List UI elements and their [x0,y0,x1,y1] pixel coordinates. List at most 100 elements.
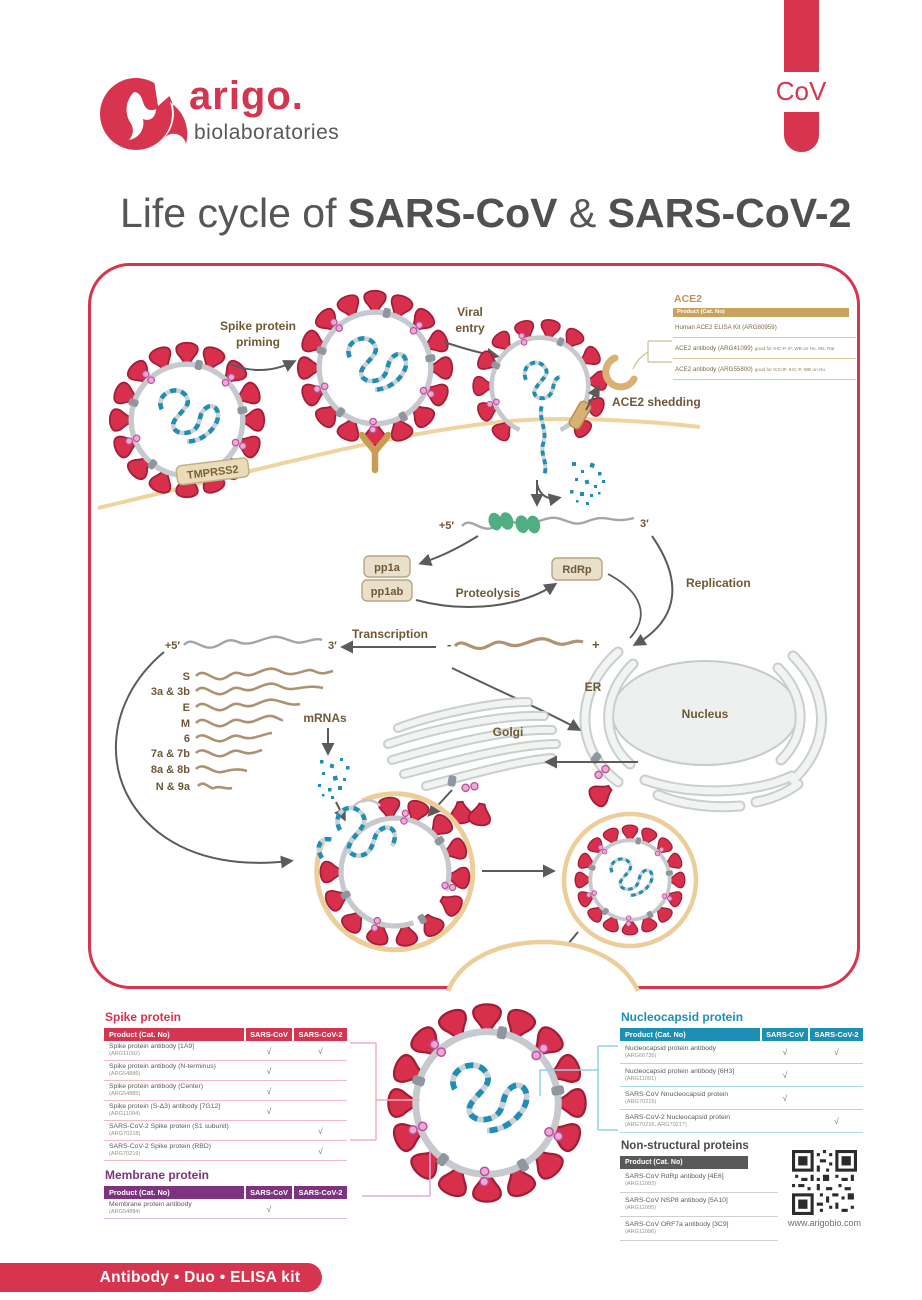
table-row: Spike protein (S-Δ3) antibody [7G12](ARG… [104,1101,347,1121]
catalog-number: (ARG70215) [625,1098,657,1105]
table-row: SARS-CoV Nnucleocapsid protein(ARG70215)… [620,1087,863,1110]
nsp-table-title: Non-structural proteins [621,1140,749,1152]
table-row: SARS-CoV-2 Spike protein (RBD)(ARG70219)… [104,1141,347,1161]
virion-structure-figure [388,1004,585,1201]
table-header-row: Product (Cat. No) SARS-CoV SARS-CoV-2 [104,1186,347,1199]
qr-code [792,1150,857,1215]
header-product: Product (Cat. No) [620,1028,760,1041]
arigo-logo-mark [100,78,188,150]
product-name: Spike protein antibody (N-terminus) [109,1063,216,1071]
table-row: ACE2 antibody (ARG55800)good for ICC/IF,… [673,359,856,380]
nucleocapsid-table-connector [539,1045,618,1131]
title-separator: & [557,190,608,236]
table-header-row: Product (Cat. No) SARS-CoV SARS-CoV-2 [104,1028,347,1041]
logo-text: arigo. [189,74,304,118]
table-row: ACE2 antibody (ARG41099)good for IHC-P, … [673,338,856,359]
check-sars-cov-2: √ [318,1045,323,1056]
header-sars-cov: SARS-CoV [246,1028,292,1041]
check-sars-cov: √ [782,1070,788,1080]
product-name: Spike protein antibody [1A9] [109,1043,195,1051]
website-url: www.arigobio.com [788,1218,862,1228]
cov-badge-tube-top [784,0,819,72]
header-product: Product (Cat. No) [620,1156,748,1169]
check-sars-cov: √ [782,1093,788,1103]
table-row: Spike protein antibody (Center)(ARG54885… [104,1081,347,1101]
catalog-number: (ARG54884) [109,1209,141,1215]
product-name: Human ACE2 ELISA Kit (ARG80959) [675,323,777,331]
product-name: SARS-CoV-2 Nucleocapsid protein [625,1113,731,1121]
table-row: Spike protein antibody [1A9](ARG11092) √… [104,1041,347,1061]
catalog-number: (ARG70218) [109,1131,141,1137]
footer-banner: Antibody • Duo • ELISA kit [0,1263,322,1292]
table-header-row: Product (Cat. No) [620,1156,778,1169]
catalog-number: (ARG11093) [625,1181,656,1187]
ace2-table-header: Product (Cat. No) [673,308,849,317]
header-sars-cov-2: SARS-CoV-2 [810,1028,863,1041]
check-sars-cov-2: √ [318,1125,323,1136]
footer-banner-label: Antibody • Duo • ELISA kit [99,1268,301,1286]
catalog-number: (ARG11092) [109,1051,140,1057]
product-name: Membrane protein antibody [109,1201,192,1209]
catalog-number: (ARG54886) [109,1071,141,1077]
catalog-number: (ARG70216, ARG70217) [625,1121,687,1128]
table-row: SARS-CoV NSP8 antibody [5A10](ARG11095) [620,1193,778,1217]
product-name: Nucleocapsid protein antibody [6H3] [625,1067,735,1075]
product-name: Spike protein antibody (Center) [109,1083,204,1091]
logo-subtitle: biolaboratories [194,121,340,144]
catalog-number: (ARG11094) [109,1111,140,1117]
header-sars-cov: SARS-CoV [762,1028,808,1041]
table-row: SARS-CoV ORF7a antibody [3C9](ARG11096) [620,1217,778,1241]
table-row: SARS-CoV-2 Nucleocapsid protein(ARG70216… [620,1110,863,1133]
check-sars-cov: √ [266,1105,272,1116]
catalog-number: (ARG70219) [109,1151,141,1157]
product-name: SARS-CoV RdRp antibody [4E6] [625,1173,724,1181]
table-row: Nucleocapsid protein antibody(ARG66735) … [620,1041,863,1064]
product-note: good for ICC/IF, IHC-P, WB on Hu [754,366,825,372]
product-name: SARS-CoV Nnucleocapsid protein [625,1090,729,1098]
check-sars-cov: √ [266,1045,272,1056]
nucleocapsid-protein-table: Nucleocapsid protein Product (Cat. No) S… [620,1010,863,1133]
ace2-table-title: ACE2 [674,293,703,305]
membrane-protein-table: Membrane protein Product (Cat. No) SARS-… [104,1168,347,1219]
spike-protein-table: Spike protein Product (Cat. No) SARS-CoV… [104,1010,347,1161]
page-title: Life cycle of SARS-CoV & SARS-CoV-2 [120,190,851,237]
ace2-table: ACE2 Product (Cat. No) Human ACE2 ELISA … [673,293,856,380]
catalog-number: (ARG54885) [109,1091,141,1097]
product-name: Spike protein (S-Δ3) antibody [7G12] [109,1103,221,1111]
catalog-number: (ARG11091) [625,1075,656,1082]
table-row: SARS-CoV-2 Spike protein (S1 subunit)(AR… [104,1121,347,1141]
check-sars-cov: √ [266,1065,272,1076]
product-name: ACE2 antibody (ARG41099) [675,344,753,352]
header-sars-cov: SARS-CoV [246,1186,292,1199]
check-sars-cov: √ [782,1047,788,1057]
nucleocapsid-table-title: Nucleocapsid protein [621,1010,744,1024]
spike-table-connector [350,1042,420,1141]
membrane-table-title: Membrane protein [105,1168,210,1182]
title-sars-cov-2: SARS-CoV-2 [607,190,852,236]
catalog-number: (ARG66735) [625,1052,657,1059]
product-name: SARS-CoV-2 Spike protein (S1 subunit) [109,1123,229,1131]
cov-badge-label: CoV [775,76,827,106]
product-name: ACE2 antibody (ARG55800) [675,365,753,373]
table-header-row: Product (Cat. No) SARS-CoV SARS-CoV-2 [620,1028,863,1041]
table-row: Membrane protein antibody(ARG54884) √ [104,1199,347,1219]
check-sars-cov-2: √ [834,1047,839,1057]
catalog-number: (ARG11095) [625,1205,656,1211]
title-prefix: Life cycle of [120,190,348,236]
spike-table-title: Spike protein [105,1010,182,1024]
header-product: Product (Cat. No) [104,1028,244,1041]
cov-badge-tube-bottom [784,112,819,152]
header-product: Product (Cat. No) [104,1186,244,1199]
check-sars-cov: √ [266,1203,272,1214]
catalog-number: (ARG11096) [625,1229,656,1235]
header-sars-cov-2: SARS-CoV-2 [294,1028,347,1041]
table-row: Human ACE2 ELISA Kit (ARG80959) [673,317,856,338]
table-row: SARS-CoV RdRp antibody [4E6](ARG11093) [620,1169,778,1193]
product-name: Nucleocapsid protein antibody [625,1044,717,1052]
membrane-table-connector [362,1152,431,1197]
check-sars-cov: √ [266,1085,272,1096]
table-row: Nucleocapsid protein antibody [6H3](ARG1… [620,1064,863,1087]
check-sars-cov-2: √ [318,1145,323,1156]
product-name: SARS-CoV NSP8 antibody [5A10] [625,1197,728,1205]
